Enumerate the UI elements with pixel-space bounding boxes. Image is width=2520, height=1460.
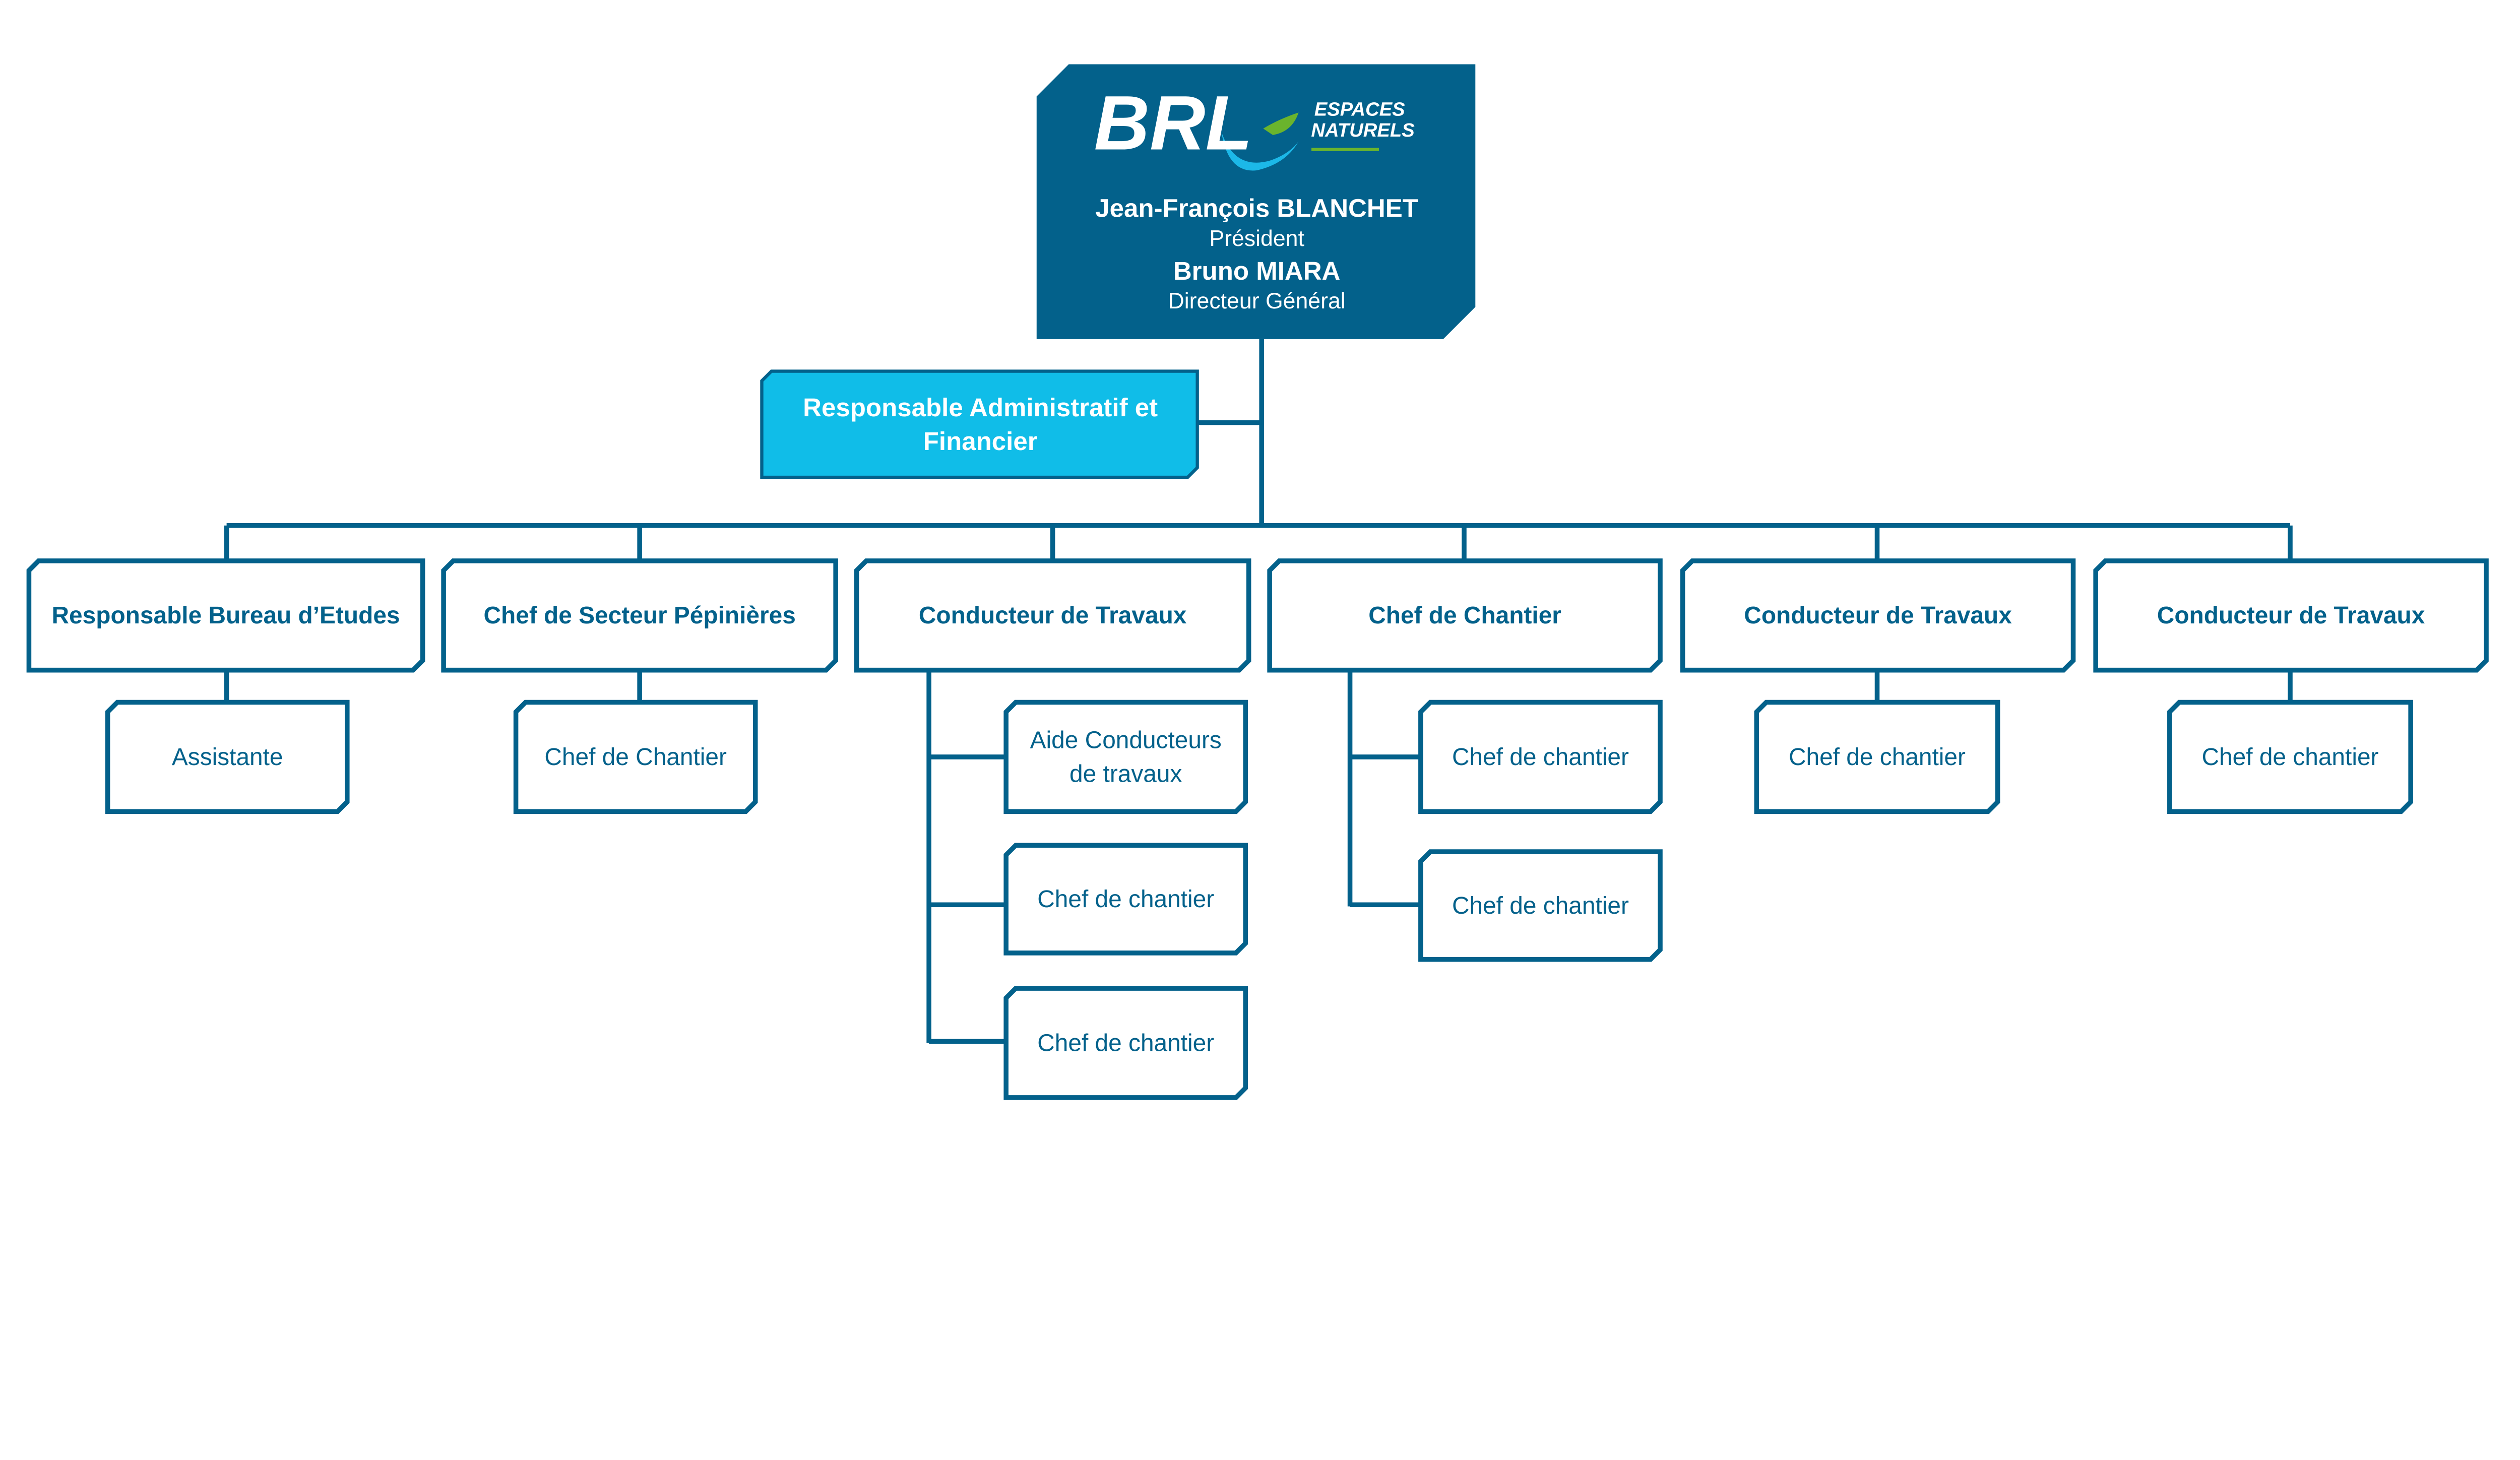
box-label: Chef de chantier (1452, 744, 1629, 771)
team-member-box: Chef de chantier (1418, 849, 1663, 962)
box-label: Responsable Bureau d’Etudes (52, 602, 400, 629)
team-member-box: Assistante (105, 700, 350, 814)
department-box: Chef de Chantier (1267, 558, 1663, 673)
box-label: Assistante (172, 744, 283, 771)
team-member-box: Chef de Chantier (513, 700, 758, 814)
box-label: Chef de Secteur Pépinières (483, 602, 795, 629)
admin-finance-box: Responsable Administratif et Financier (760, 369, 1199, 479)
box-label: Aide Conducteurs (1030, 727, 1222, 753)
logo-line2: NATURELS (1311, 119, 1415, 141)
department-nodes: Responsable Bureau d’EtudesAssistanteChe… (26, 558, 2489, 1100)
team-member-box: Chef de chantier (1003, 843, 1248, 956)
box-label: Chef de chantier (1037, 1030, 1214, 1056)
box-label: Chef de chantier (1452, 893, 1629, 919)
team-member-box: Aide Conducteurs de travaux (1003, 700, 1248, 814)
department-box: Responsable Bureau d’Etudes (26, 558, 425, 673)
box-label: Chef de Chantier (1368, 602, 1561, 629)
team-member-box: Chef de chantier (1754, 700, 2000, 814)
president-role: Président (1209, 226, 1304, 251)
box-label: Conducteur de Travaux (1744, 602, 2012, 629)
team-member-box: Chef de chantier (2167, 700, 2413, 814)
department-box: Conducteur de Travaux (2093, 558, 2489, 673)
president-name: Jean-François BLANCHET (1095, 194, 1418, 222)
logo-brand: BRL (1094, 80, 1253, 166)
admin-finance-label-1: Responsable Administratif et (803, 393, 1158, 422)
box-label: Conducteur de Travaux (2157, 602, 2425, 629)
director-role: Directeur Général (1168, 289, 1346, 313)
admin-finance-label-2: Financier (923, 427, 1038, 456)
team-member-box: Chef de chantier (1003, 986, 1248, 1100)
box-label: Chef de chantier (1789, 744, 1966, 771)
box-label: Chef de chantier (2202, 744, 2379, 771)
executive-box: BRL ESPACES NATURELS Jean-François BLANC… (1036, 64, 1476, 339)
logo-line1: ESPACES (1314, 99, 1405, 120)
box-label: Conducteur de Travaux (919, 602, 1187, 629)
box-label: Chef de chantier (1037, 886, 1214, 913)
org-chart: BRL ESPACES NATURELS Jean-François BLANC… (26, 64, 2489, 1100)
director-name: Bruno MIARA (1173, 257, 1341, 285)
department-box: Conducteur de Travaux (854, 558, 1251, 673)
department-box: Conducteur de Travaux (1680, 558, 2076, 673)
box-label: Chef de Chantier (544, 744, 727, 771)
box-label: de travaux (1069, 760, 1182, 787)
brl-logo: BRL ESPACES NATURELS (1094, 80, 1415, 171)
department-box: Chef de Secteur Pépinières (441, 558, 838, 673)
connectors (224, 339, 2293, 1044)
team-member-box: Chef de chantier (1418, 700, 1663, 814)
